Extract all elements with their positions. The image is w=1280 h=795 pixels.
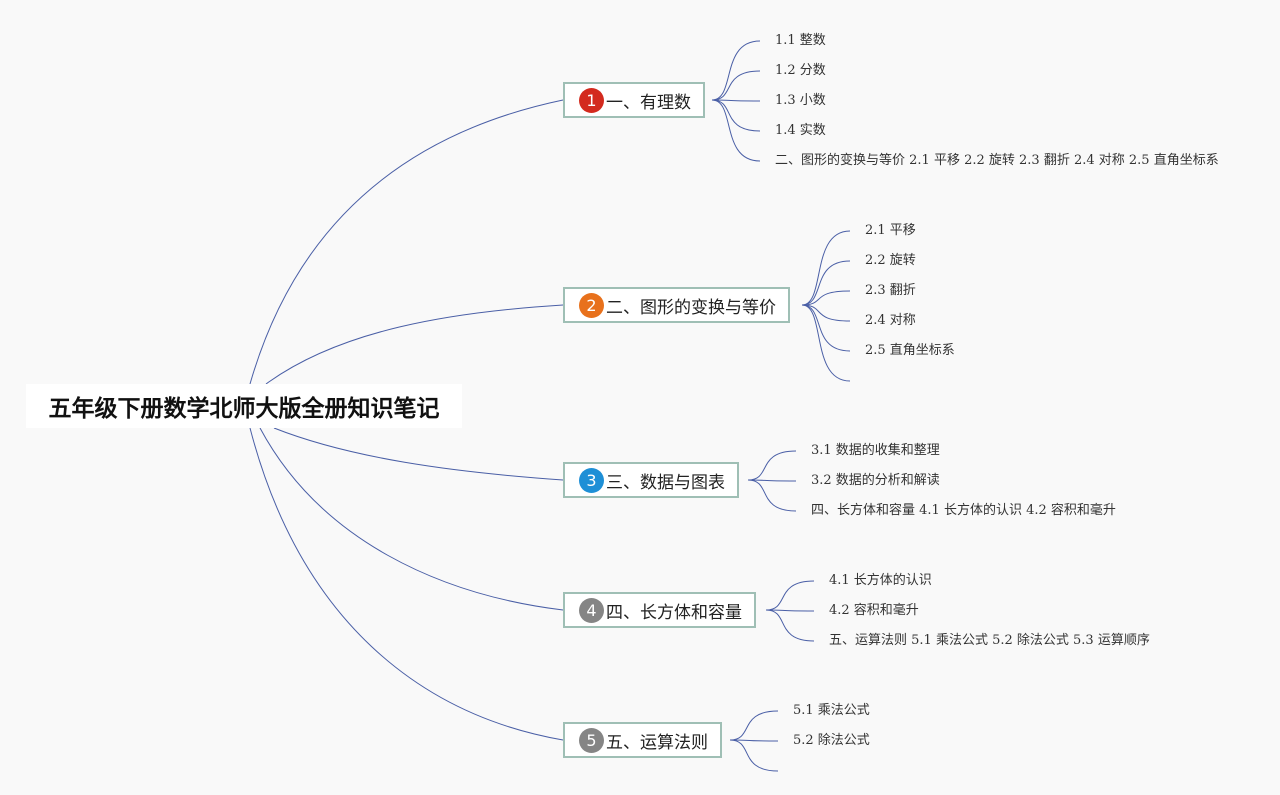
leaf-topic[interactable]: 四、长方体和容量 4.1 长方体的认识 4.2 容积和毫升 bbox=[811, 503, 1116, 518]
branch-topic-4[interactable]: 4 四、长方体和容量 bbox=[563, 592, 756, 628]
leaf-topic[interactable]: 5.2 除法公式 bbox=[793, 733, 870, 748]
branch-label: 一、有理数 bbox=[606, 92, 691, 113]
root-link-5 bbox=[249, 427, 564, 741]
branch-topic-1[interactable]: 1 一、有理数 bbox=[563, 82, 705, 118]
leaf-link-1-3 bbox=[711, 99, 761, 102]
leaf-link-4-3 bbox=[765, 609, 815, 642]
root-link-4 bbox=[259, 427, 564, 611]
leaf-topic[interactable]: 4.2 容积和毫升 bbox=[829, 603, 919, 618]
leaf-link-3-3 bbox=[747, 479, 797, 512]
branch-topic-3[interactable]: 3 三、数据与图表 bbox=[563, 462, 739, 498]
leaf-topic[interactable]: 2.2 旋转 bbox=[865, 253, 916, 268]
leaf-link-1-2 bbox=[711, 70, 761, 101]
number-4-icon: 4 bbox=[579, 597, 604, 623]
leaf-link-2-2 bbox=[801, 260, 851, 306]
leaf-topic[interactable]: 4.1 长方体的认识 bbox=[829, 573, 932, 588]
leaf-topic[interactable]: 2.1 平移 bbox=[865, 223, 916, 238]
leaf-link-2-5 bbox=[801, 304, 851, 352]
leaf-link-2-3 bbox=[801, 290, 851, 306]
number-1-icon: 1 bbox=[579, 87, 604, 113]
number-2-icon: 2 bbox=[579, 292, 604, 318]
leaf-link-4-1 bbox=[765, 580, 815, 611]
leaf-topic[interactable]: 二、图形的变换与等价 2.1 平移 2.2 旋转 2.3 翻折 2.4 对称 2… bbox=[775, 153, 1219, 168]
leaf-link-3-1 bbox=[747, 450, 797, 481]
leaf-link-2-1 bbox=[801, 230, 851, 306]
leaf-topic[interactable]: 1.3 小数 bbox=[775, 93, 826, 108]
leaf-topic[interactable]: 五、运算法则 5.1 乘法公式 5.2 除法公式 5.3 运算顺序 bbox=[829, 633, 1150, 648]
leaf-topic[interactable]: 1.2 分数 bbox=[775, 63, 826, 78]
leaf-topic[interactable]: 1.4 实数 bbox=[775, 123, 826, 138]
root-link-3 bbox=[273, 427, 564, 481]
leaf-link-4-2 bbox=[765, 609, 815, 612]
root-title: 五年级下册数学北师大版全册知识笔记 bbox=[48, 396, 440, 422]
leaf-link-1-1 bbox=[711, 40, 761, 101]
root-link-1 bbox=[249, 99, 564, 385]
branch-label: 二、图形的变换与等价 bbox=[606, 297, 776, 318]
leaf-link-2-4 bbox=[801, 304, 851, 322]
leaf-topic[interactable]: 2.3 翻折 bbox=[865, 283, 916, 298]
leaf-topic[interactable]: 2.4 对称 bbox=[865, 313, 916, 328]
root-link-2 bbox=[265, 304, 564, 385]
leaf-link-5-3 bbox=[729, 739, 779, 772]
leaf-topic[interactable]: 5.1 乘法公式 bbox=[793, 703, 870, 718]
leaf-link-5-2 bbox=[729, 739, 779, 742]
branch-label: 五、运算法则 bbox=[606, 732, 708, 753]
root-topic[interactable]: 五年级下册数学北师大版全册知识笔记 bbox=[26, 384, 462, 428]
leaf-topic[interactable]: 1.1 整数 bbox=[775, 33, 826, 48]
branch-label: 四、长方体和容量 bbox=[606, 602, 742, 623]
leaf-link-1-5 bbox=[711, 99, 761, 162]
branch-topic-5[interactable]: 5 五、运算法则 bbox=[563, 722, 722, 758]
leaf-topic[interactable]: 3.2 数据的分析和解读 bbox=[811, 473, 940, 488]
branch-label: 三、数据与图表 bbox=[606, 472, 725, 493]
leaf-topic[interactable]: 3.1 数据的收集和整理 bbox=[811, 443, 940, 458]
leaf-topic[interactable]: 2.5 直角坐标系 bbox=[865, 343, 955, 358]
leaf-link-2-6 bbox=[801, 304, 851, 382]
number-5-icon: 5 bbox=[579, 727, 604, 753]
number-3-icon: 3 bbox=[579, 467, 604, 493]
leaf-link-1-4 bbox=[711, 99, 761, 132]
branch-topic-2[interactable]: 2 二、图形的变换与等价 bbox=[563, 287, 790, 323]
leaf-link-5-1 bbox=[729, 710, 779, 741]
leaf-link-3-2 bbox=[747, 479, 797, 482]
